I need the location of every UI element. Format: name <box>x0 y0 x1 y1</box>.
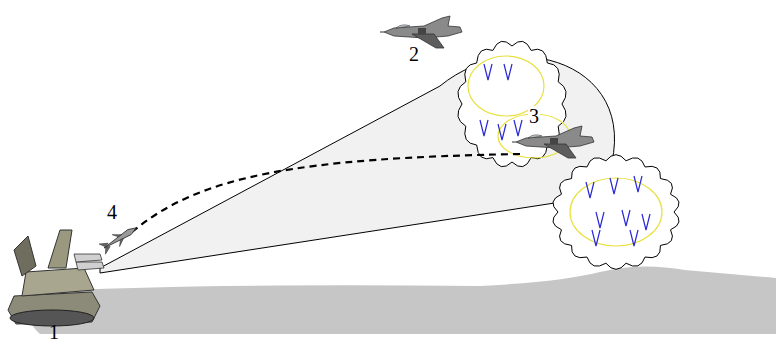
chaff-mark <box>622 210 630 226</box>
missile <box>99 222 140 255</box>
missile-trajectory <box>132 154 520 232</box>
chaff-mark <box>498 124 506 140</box>
chaff-mark <box>642 214 650 230</box>
cloud-outline <box>553 155 679 270</box>
chaff-mark <box>634 176 642 192</box>
callout-number: 2 <box>408 44 420 64</box>
chaff-mark <box>514 120 522 136</box>
chaff-mark <box>592 230 600 246</box>
aircraft <box>380 16 462 48</box>
ground <box>27 266 776 334</box>
chaff-mark <box>504 64 512 80</box>
callout-number: 1 <box>48 322 60 342</box>
chaff-mark <box>610 178 618 194</box>
chaff-mark <box>630 230 638 246</box>
chaff-mark <box>586 182 594 198</box>
chaff-region <box>570 178 662 246</box>
callout-number: 4 <box>106 202 118 222</box>
chaff-mark <box>596 212 604 228</box>
callout-number: 3 <box>528 106 540 126</box>
chaff-mark <box>484 64 492 80</box>
aircraft <box>512 126 594 158</box>
chaff-mark <box>480 120 488 136</box>
launcher-vehicle <box>8 230 104 326</box>
